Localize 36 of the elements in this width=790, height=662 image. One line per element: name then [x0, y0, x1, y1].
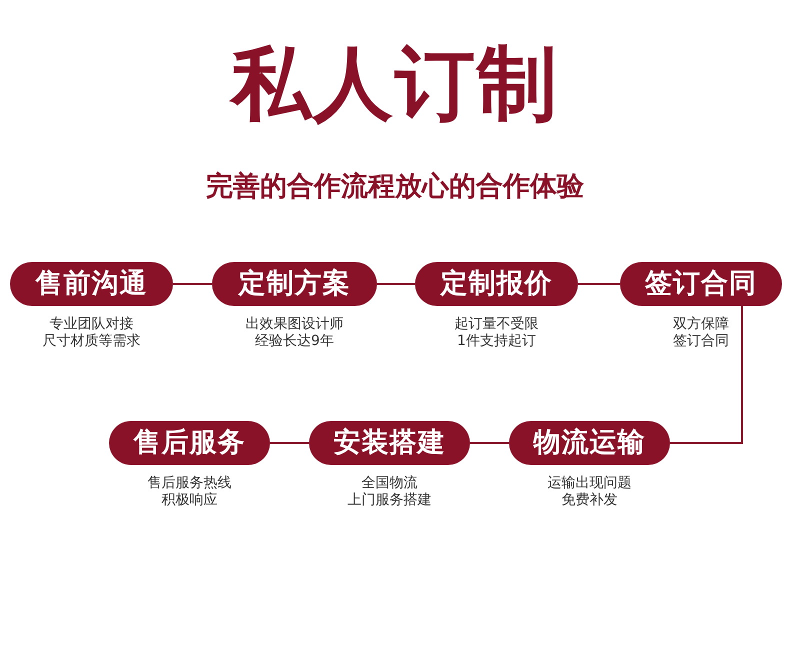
step-description: 尺寸材质等需求: [42, 333, 142, 350]
step-title: 签订合同: [645, 268, 757, 300]
step-pill: [309, 421, 470, 465]
step-description: 全国物流: [360, 475, 418, 492]
step-title: 售后服务: [134, 427, 246, 459]
step-title: 售前沟通: [36, 268, 148, 300]
page-title: 私人订制: [228, 36, 560, 132]
step-description: 运输出现问题: [546, 475, 632, 492]
step-description: 售后服务热线: [146, 475, 232, 492]
step-description: 出效果图设计师: [244, 316, 344, 333]
step-title: 定制报价: [440, 268, 552, 300]
step-title: 物流运输: [534, 427, 646, 459]
step-description: 签订合同: [672, 333, 730, 350]
connector-line: [670, 306, 743, 444]
step-description: 1件支持起订: [456, 333, 537, 350]
step-pill: [212, 262, 377, 306]
step-description: 经验长达9年: [254, 333, 335, 350]
step-title: 定制方案: [238, 268, 350, 300]
connector-line: [470, 442, 509, 444]
step-pill: [10, 262, 173, 306]
connector-line: [377, 283, 415, 285]
step-description: 免费补发: [560, 492, 618, 509]
step-pill: [109, 421, 270, 465]
step-title: 安装搭建: [334, 427, 446, 459]
connector-line: [270, 442, 309, 444]
step-pill: [415, 262, 578, 306]
step-pill: [620, 262, 782, 306]
subtitle: 完善的合作流程放心的合作体验: [205, 170, 585, 204]
step-description: 上门服务搭建: [346, 492, 432, 509]
step-pill: [509, 421, 670, 465]
step-description: 起订量不受限: [454, 316, 540, 333]
step-description: 专业团队对接: [48, 316, 134, 333]
connector-line: [173, 283, 212, 285]
connector-line: [578, 283, 620, 285]
step-description: 积极响应: [160, 492, 218, 509]
step-description: 双方保障: [672, 316, 730, 333]
